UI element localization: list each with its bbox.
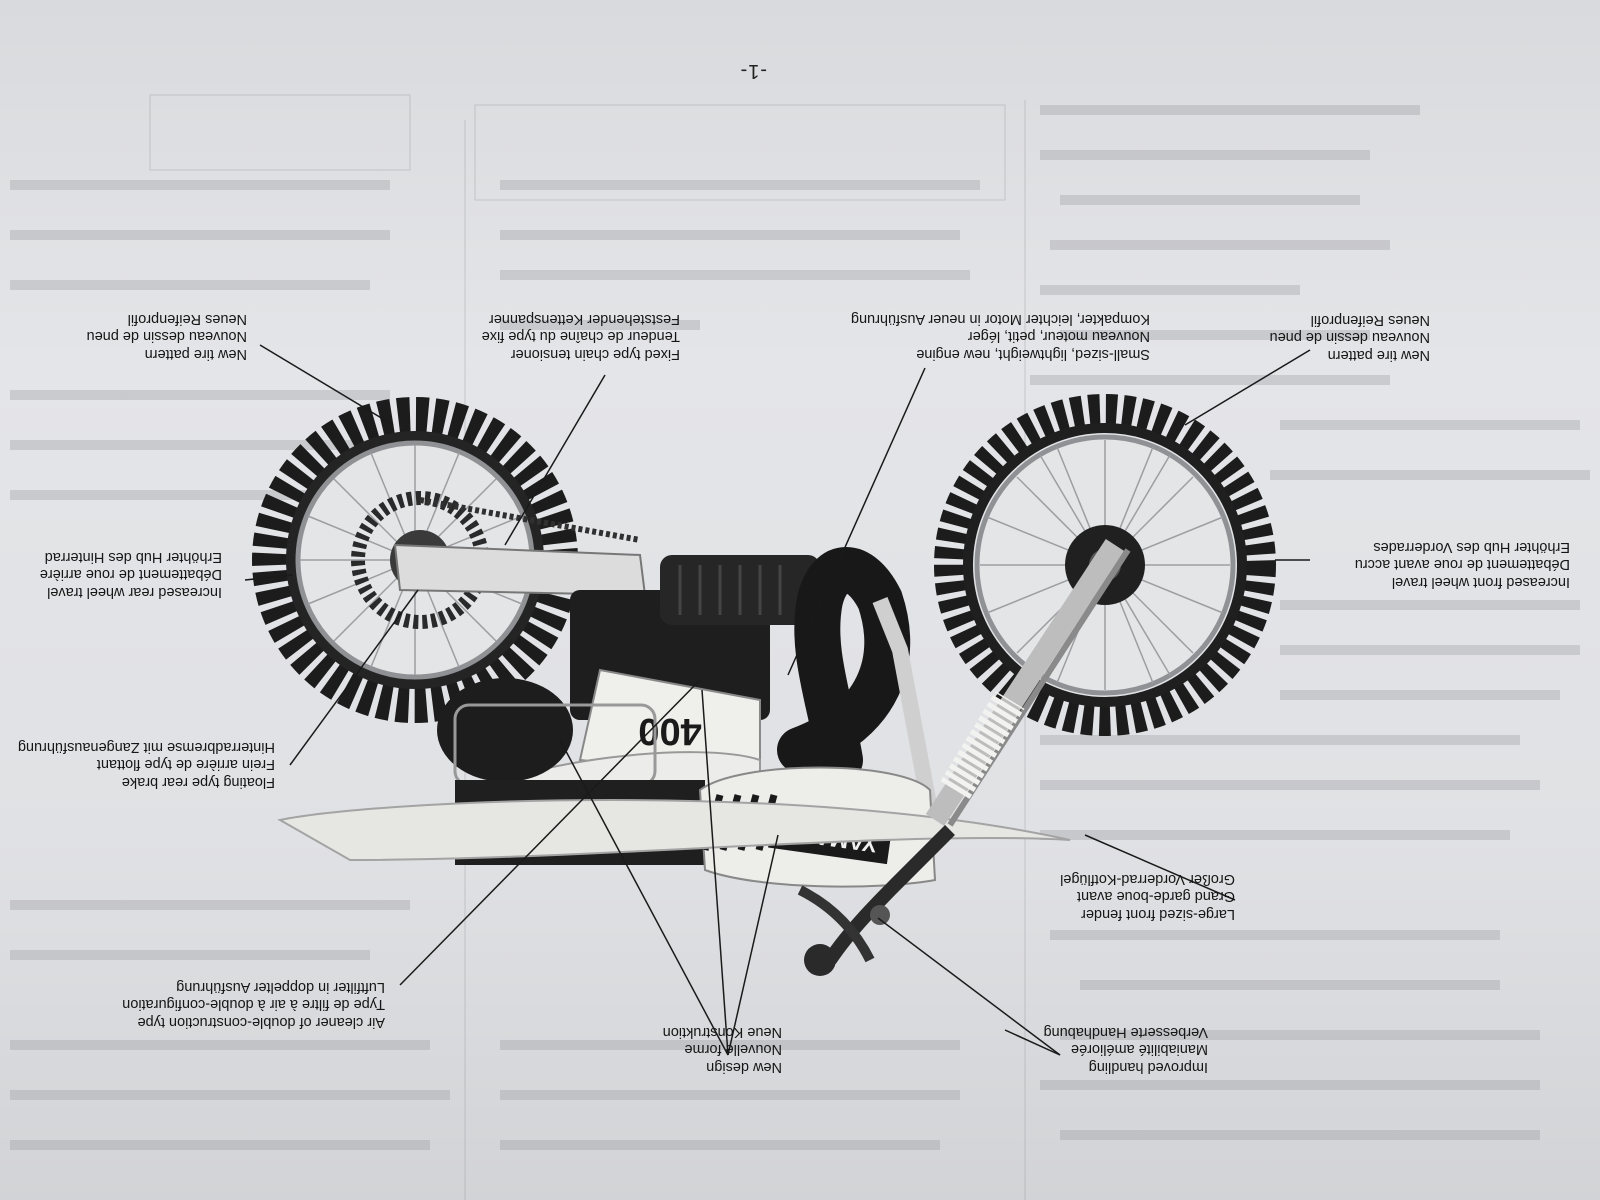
frame <box>872 597 938 812</box>
handlebar <box>797 825 955 976</box>
front-fork <box>925 538 1131 827</box>
leader-lines <box>244 344 1311 1056</box>
exhaust-pipe <box>777 547 911 783</box>
front-wheel <box>934 394 1276 736</box>
page-number: -1- <box>739 60 767 82</box>
front-fender <box>277 799 1071 862</box>
drive-chain <box>419 497 641 543</box>
